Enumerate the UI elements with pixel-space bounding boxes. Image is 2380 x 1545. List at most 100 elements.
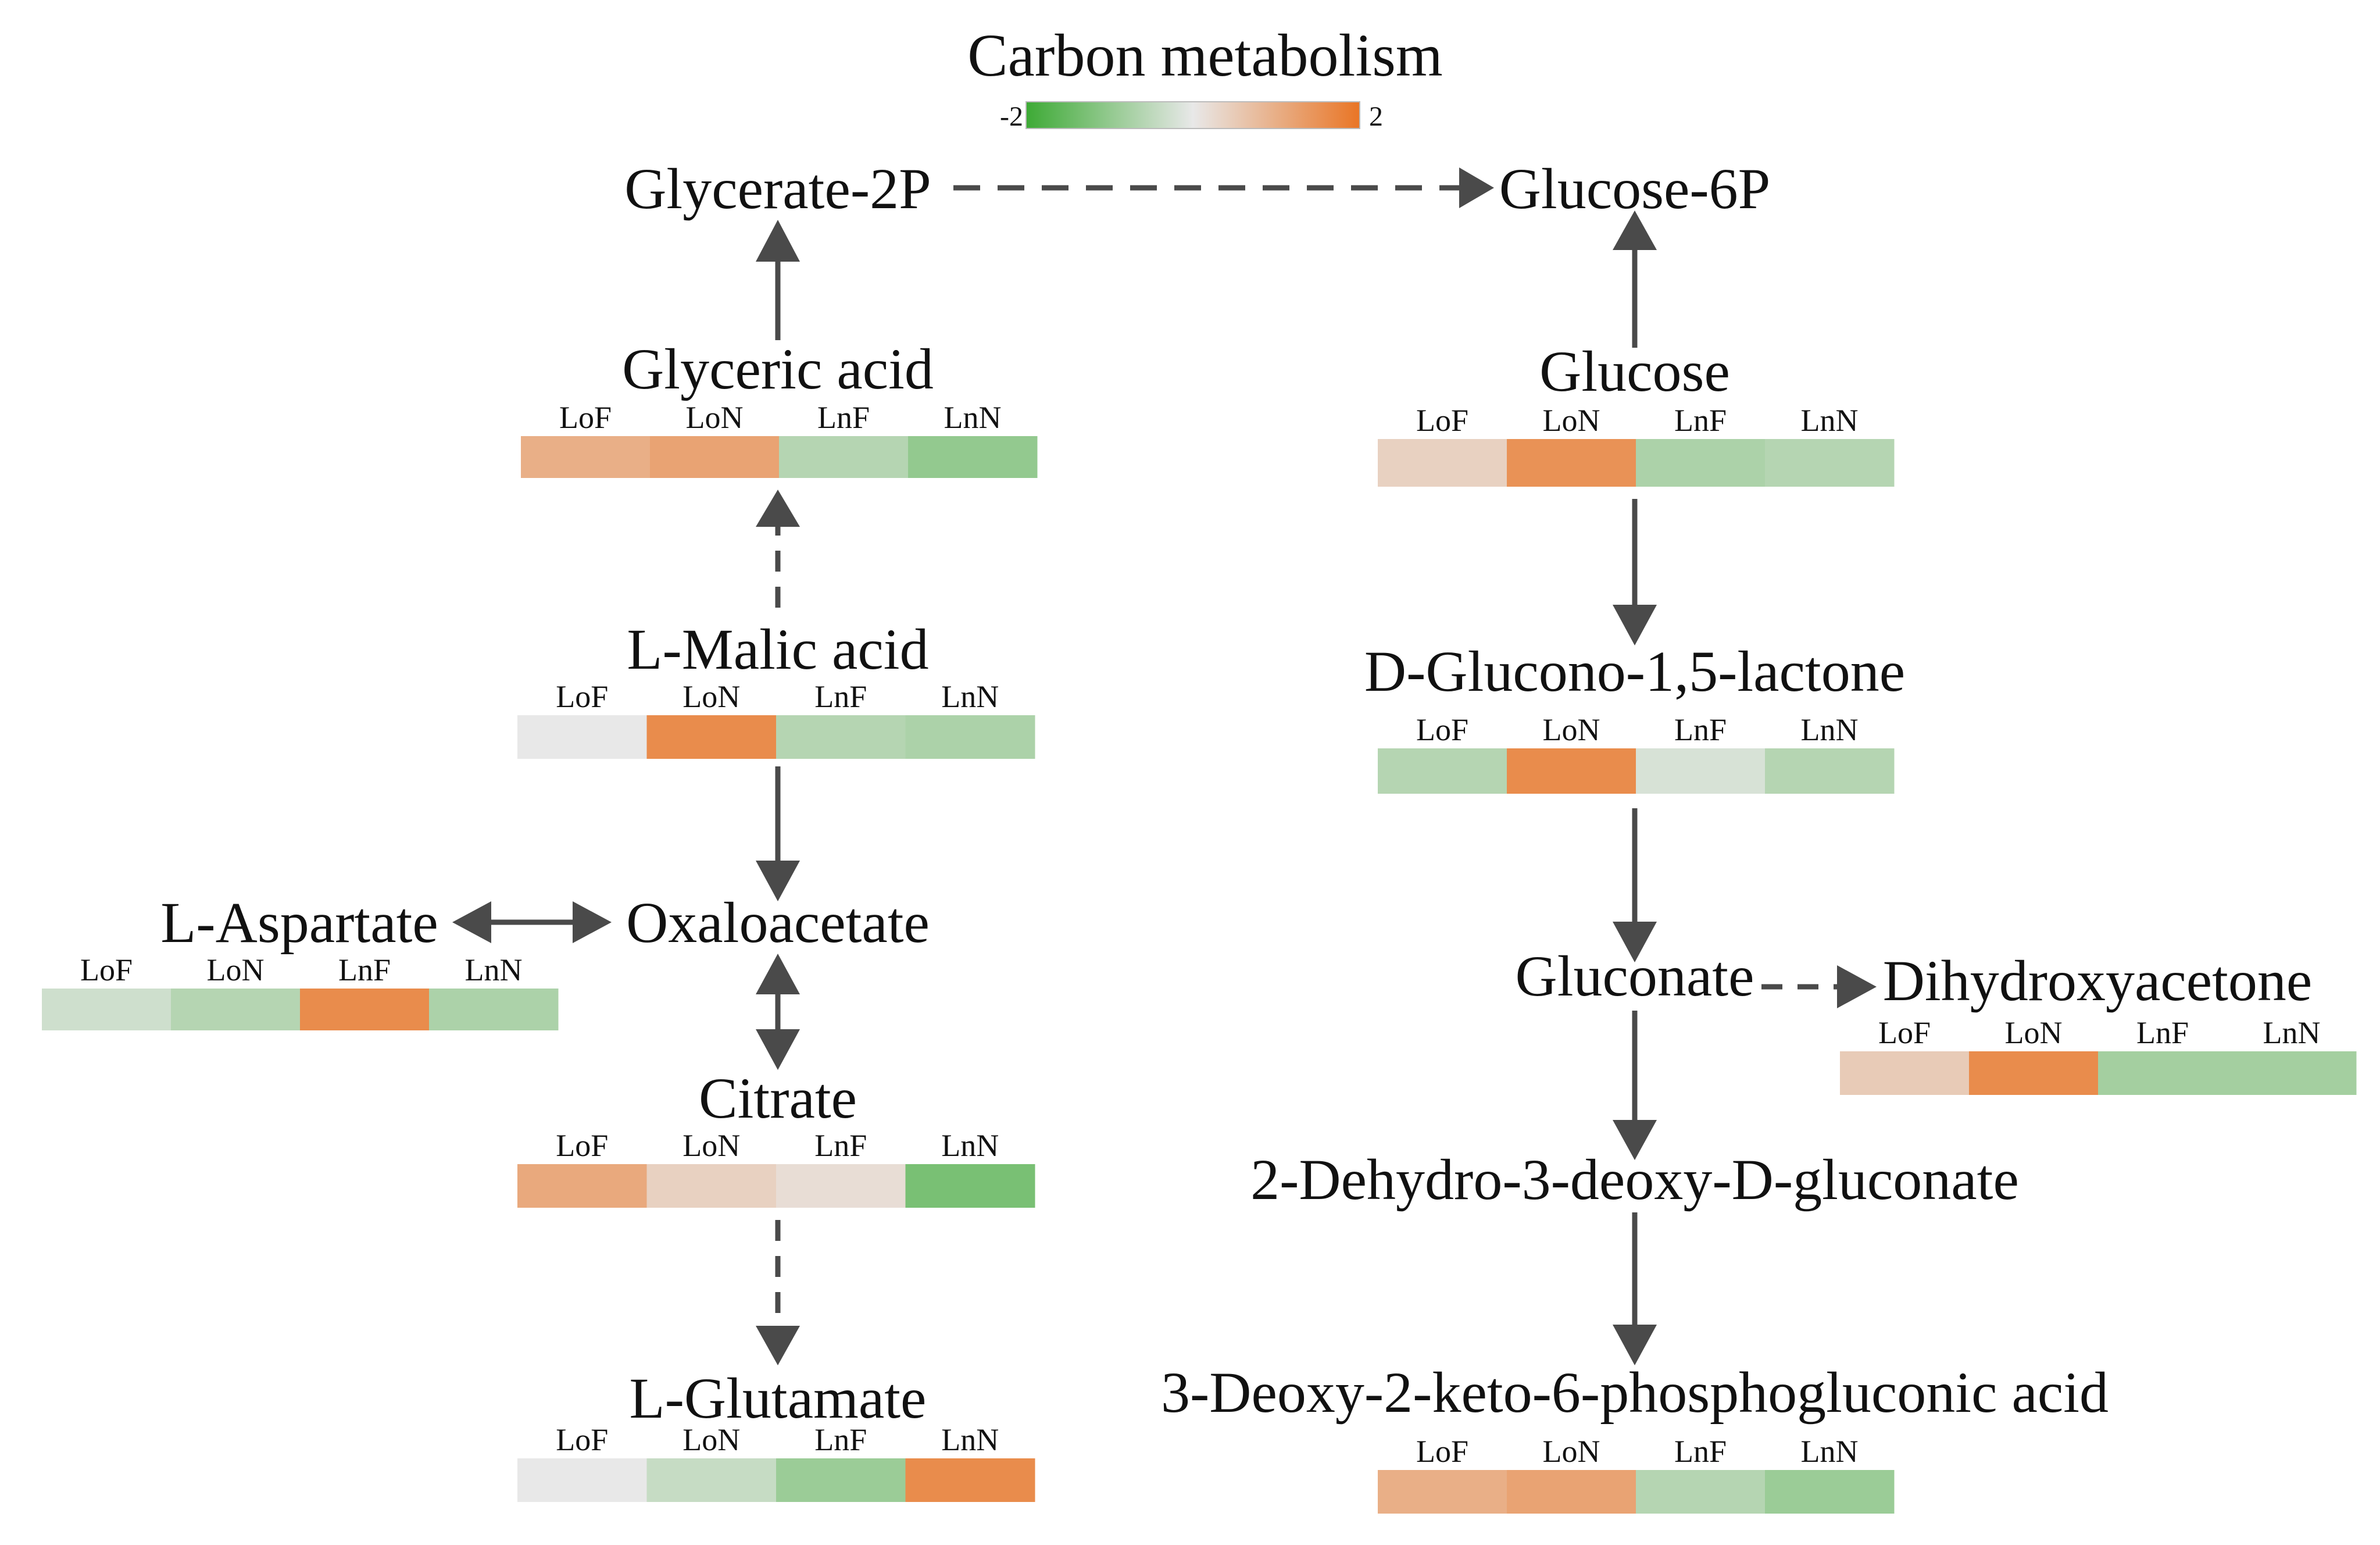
heatmap-cell-lnf <box>776 1164 906 1208</box>
heatmap-cell-lon <box>646 715 777 759</box>
heatmap-cell-lnn <box>905 1458 1035 1502</box>
node-label: Dihydroxyacetone <box>1883 948 2313 1013</box>
heatmap-cell-lof <box>1378 748 1507 794</box>
node-glycerate2p: Glycerate-2P <box>624 156 931 221</box>
heatmap-cell-lnn <box>905 1164 1035 1208</box>
heatmap-cell-lof <box>1378 439 1507 487</box>
heatmap-cell-lon <box>1507 1470 1636 1514</box>
sample-label: LnF <box>2136 1015 2189 1050</box>
heatmap-cell-lof <box>42 989 171 1030</box>
heatmap-cell-lof <box>1840 1051 1970 1095</box>
arrow-malic-acid-to-glyceric-acid <box>756 490 800 608</box>
heatmap-cell-lnn <box>2227 1051 2357 1095</box>
arrow-glucose-to-glucose6p <box>1613 210 1657 348</box>
node-label: 3-Deoxy-2-keto-6-phosphogluconic acid <box>1161 1360 2109 1425</box>
sample-label: LoN <box>1543 712 1600 747</box>
heatmap-cell-lnf <box>300 989 430 1030</box>
sample-label: LnN <box>941 679 999 714</box>
heatmap-cell-lnn <box>429 989 559 1030</box>
arrow-glyceric-acid-to-glycerate2p <box>756 220 800 340</box>
heatmap-cell-lof <box>517 1164 647 1208</box>
sample-label: LnN <box>465 952 523 987</box>
heatmap-cell-lon <box>1507 748 1636 794</box>
legend-color-bar <box>1025 101 1360 129</box>
node-label: L-Glutamate <box>630 1366 927 1430</box>
heatmap-cell-lnn <box>905 715 1035 759</box>
sample-label: LnN <box>944 400 1002 435</box>
arrow-dehydro-to-deoxy-keto <box>1613 1212 1657 1365</box>
sample-label: LoF <box>1416 712 1468 747</box>
arrow-gluconate-to-dihydroxyacetone <box>1761 965 1877 1008</box>
heatmap-cell-lnn <box>1765 1470 1895 1514</box>
node-label: Citrate <box>699 1066 857 1130</box>
heatmap-cell-lnf <box>1636 748 1766 794</box>
legend-min-label: -2 <box>1000 101 1023 132</box>
sample-label: LnF <box>814 1128 867 1163</box>
node-deoxy-keto: 3-Deoxy-2-keto-6-phosphogluconic acidLoF… <box>1161 1360 2109 1514</box>
legend-max-label: 2 <box>1369 101 1383 132</box>
heatmap-cell-lnf <box>779 436 909 478</box>
node-gluconate: Gluconate <box>1516 944 1754 1008</box>
node-label: Glyceric acid <box>622 337 934 401</box>
sample-label: LnN <box>2263 1015 2321 1050</box>
sample-label: LoN <box>682 1422 740 1457</box>
sample-label: LoN <box>1543 403 1600 438</box>
sample-label: LnN <box>1801 712 1859 747</box>
heatmap-cell-lnn <box>908 436 1038 478</box>
sample-label: LnN <box>941 1422 999 1457</box>
heatmap-cell-lon <box>1507 439 1636 487</box>
node-label: L-Aspartate <box>160 890 438 955</box>
sample-label: LoN <box>207 952 265 987</box>
heatmap-cell-lon <box>646 1458 777 1502</box>
sample-label: LnF <box>338 952 391 987</box>
heatmap-cell-lon <box>171 989 301 1030</box>
sample-label: LoN <box>682 679 740 714</box>
sample-label: LoF <box>556 1128 608 1163</box>
sample-label: LnF <box>817 400 870 435</box>
sample-label: LnF <box>1674 712 1727 747</box>
arrow-glucose-to-glucono-lactone <box>1613 499 1657 645</box>
arrow-citrate-to-glutamate <box>756 1220 800 1365</box>
diagram-title: Carbon metabolism <box>967 22 1442 89</box>
node-label: L-Malic acid <box>627 617 928 681</box>
heatmap-cell-lof <box>521 436 651 478</box>
sample-label: LoF <box>559 400 612 435</box>
heatmap-cell-lnf <box>776 1458 906 1502</box>
sample-label: LoN <box>686 400 744 435</box>
sample-label: LoF <box>1416 1434 1468 1469</box>
heatmap-cell-lof <box>517 1458 647 1502</box>
sample-label: LoF <box>556 1422 608 1457</box>
sample-label: LnF <box>1674 403 1727 438</box>
sample-label: LoN <box>2005 1015 2063 1050</box>
heatmap-cell-lon <box>646 1164 777 1208</box>
node-glucose6p: Glucose-6P <box>1499 156 1771 221</box>
sample-label: LnF <box>814 1422 867 1457</box>
sample-label: LoN <box>1543 1434 1600 1469</box>
arrow-glucono-lactone-to-gluconate <box>1613 808 1657 962</box>
sample-label: LnN <box>941 1128 999 1163</box>
heatmap-cell-lof <box>517 715 647 759</box>
heatmap-cell-lnf <box>2098 1051 2228 1095</box>
heatmap-cell-lnn <box>1765 439 1895 487</box>
heatmap-cell-lon <box>1969 1051 2099 1095</box>
sample-label: LoN <box>682 1128 740 1163</box>
heatmap-cell-lof <box>1378 1470 1507 1514</box>
sample-label: LoF <box>1416 403 1468 438</box>
heatmap-cell-lnf <box>1636 1470 1766 1514</box>
arrow-aspartate-oxaloacetate <box>452 901 612 943</box>
sample-label: LoF <box>556 679 608 714</box>
arrow-oxaloacetate-citrate <box>756 954 800 1070</box>
heatmap-cell-lnf <box>776 715 906 759</box>
node-oxaloacetate: Oxaloacetate <box>626 890 930 955</box>
sample-label: LoF <box>80 952 133 987</box>
heatmap-cell-lon <box>650 436 780 478</box>
